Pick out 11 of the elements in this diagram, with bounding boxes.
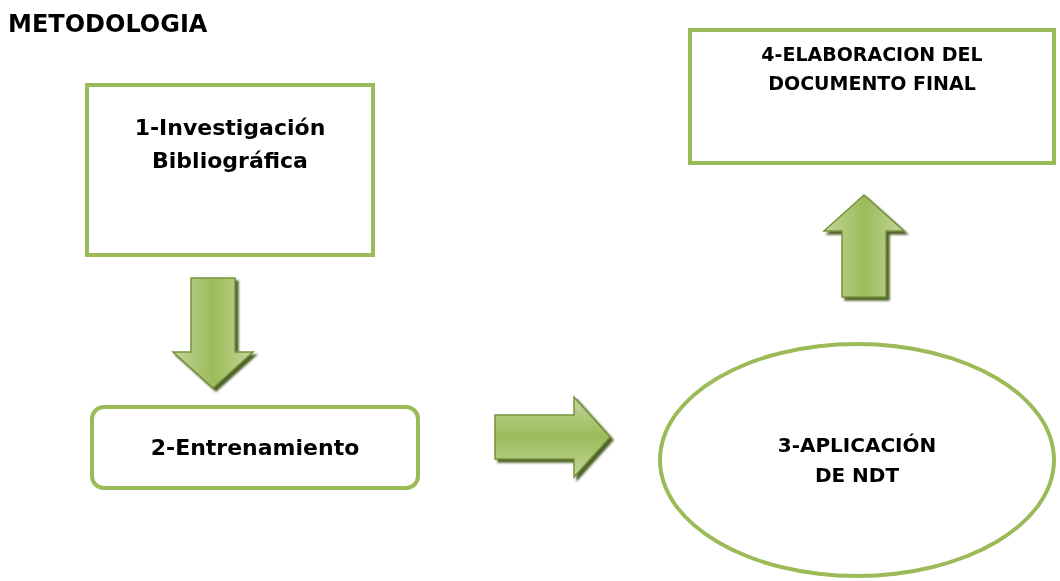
process-box: [688, 28, 1056, 165]
node-text: 2-Entrenamiento: [150, 434, 360, 462]
process-box: [85, 83, 375, 257]
block-arrow: [171, 277, 255, 389]
diagram-title: METODOLOGIA: [8, 10, 208, 38]
rounded-process-box: [90, 405, 420, 490]
block-arrow: [822, 194, 906, 298]
node-text: 4-ELABORACION DEL DOCUMENTO FINAL: [760, 42, 984, 96]
node-text: 1-Investigación Bibliográfica: [133, 114, 327, 175]
block-arrow: [494, 395, 611, 479]
node-text: 3-APLICACIÓN DE NDT: [776, 432, 938, 489]
